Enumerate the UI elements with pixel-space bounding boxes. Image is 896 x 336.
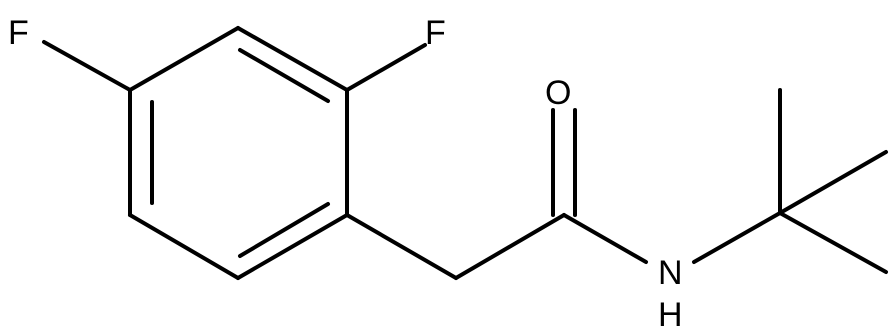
bond-c1-f-para <box>42 40 132 92</box>
atom-label-fluorine-para: F <box>8 14 29 52</box>
bond-carbonyl-n <box>562 213 648 264</box>
bond-n-tbu <box>692 211 782 264</box>
bond-ch2-carbonyl <box>454 213 566 280</box>
bond-tbu-methyl-right-down <box>778 211 888 274</box>
atom-label-oxygen: O <box>545 74 571 112</box>
bond-tbu-methyl-right-up <box>778 150 888 215</box>
atom-label-hydrogen: H <box>658 296 683 334</box>
ring-bond-c1-c2 <box>128 26 240 92</box>
ring-bond-c2-c3-inner <box>238 48 330 103</box>
bond-c3-f-ortho <box>345 43 427 92</box>
atom-label-fluorine-ortho: F <box>425 14 446 52</box>
ring-bond-c2-c3 <box>236 26 349 92</box>
ring-bond-c4-c5-inner <box>238 202 330 258</box>
bond-c4-ch2 <box>345 213 458 280</box>
ring-bond-c4-c5 <box>236 213 349 280</box>
ring-bond-c5-c6 <box>128 213 240 280</box>
atom-label-nitrogen: N <box>658 254 683 292</box>
